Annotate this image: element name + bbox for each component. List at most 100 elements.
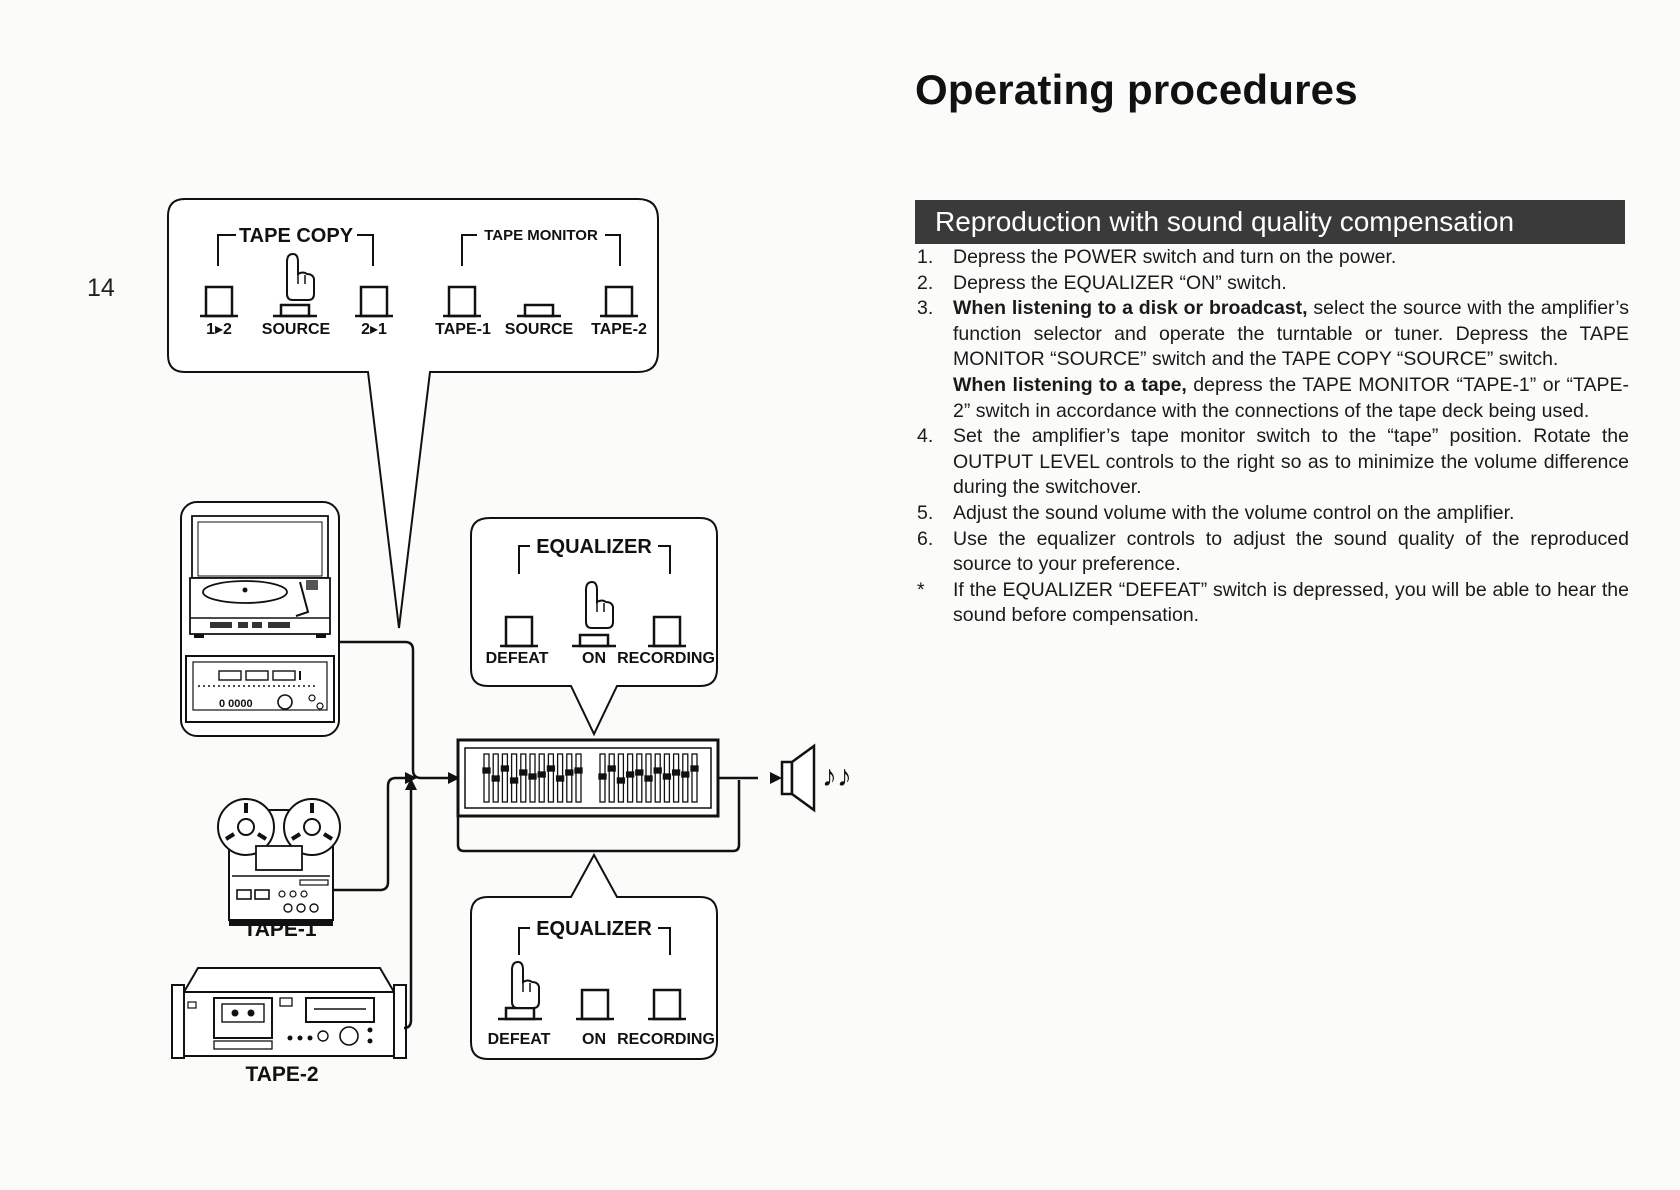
- page-number: 14: [87, 274, 115, 302]
- tape-copy-group: TAPE COPY 1▸2 SOURCE 2▸1: [200, 225, 393, 338]
- eq-slider-knob: [690, 765, 699, 772]
- eq-slider-knob: [546, 765, 556, 772]
- eq-bottom-recording-label: RECORDING: [617, 1031, 715, 1048]
- eq-slider-knob: [662, 773, 672, 780]
- eq-slider-knob: [671, 769, 681, 776]
- tape-copy-source-switch: [273, 303, 317, 318]
- tape-copy-2to1-switch: [355, 285, 393, 318]
- eq-bottom-recording-switch: [648, 988, 686, 1021]
- eq-slider-knob: [491, 775, 500, 782]
- music-notes-icon: ♪♪: [822, 760, 852, 793]
- eq-slider-knob: [565, 769, 574, 776]
- eq-top-recording-switch: [648, 615, 686, 648]
- step-number: 5.: [917, 501, 934, 524]
- step-item: 3. When listening to a disk or broadcast…: [917, 296, 1629, 424]
- tape-monitor-label: TAPE MONITOR: [484, 227, 598, 244]
- speaker-icon: [780, 743, 816, 813]
- eq-slider-slot: [636, 753, 643, 803]
- eq-top-recording-label: RECORDING: [617, 650, 715, 667]
- step-number: 2.: [917, 271, 934, 294]
- step-lead-tape: When listening to a tape,: [953, 373, 1187, 396]
- tape-copy-1to2-switch: [200, 285, 238, 318]
- tape2-cassette-deck: [171, 967, 407, 1059]
- connection-wires: [333, 640, 758, 1030]
- turntable-receiver-unit: 0 0000: [180, 501, 340, 737]
- step-item: 4. Set the amplifier’s tape monitor swit…: [917, 424, 1629, 501]
- eq-top-defeat-label: DEFEAT: [486, 650, 549, 667]
- step-number: 3.: [917, 297, 934, 320]
- page-title: Operating procedures: [915, 66, 1358, 113]
- step-number: *: [917, 578, 925, 601]
- step-body-tape: depress the TAPE MONITOR “TAPE-1” or “TA…: [953, 373, 1629, 422]
- equalizer-label-top: EQUALIZER: [536, 536, 652, 558]
- eq-bottom-on-switch: [576, 988, 614, 1021]
- eq-slider-knob: [528, 773, 537, 780]
- section-heading: Reproduction with sound quality compensa…: [915, 200, 1625, 244]
- step-item: 1. Depress the POWER switch and turn on …: [917, 245, 1629, 271]
- equalizer-label-bottom: EQUALIZER: [536, 918, 652, 940]
- eq-slider-slot: [626, 753, 634, 803]
- eq-slider-knob: [537, 771, 546, 778]
- eq-slider-knob: [607, 765, 616, 772]
- eq-slider-knob: [598, 773, 607, 780]
- eq-slider-knob: [625, 771, 635, 778]
- eq-top-defeat-switch: [500, 615, 538, 648]
- eq-slider-slot: [575, 753, 582, 803]
- step-text: Depress the POWER switch and turn on the…: [953, 246, 1397, 268]
- equalizer-callout-defeat: EQUALIZER DEFEAT ON RECORDING: [470, 852, 718, 1060]
- eq-slider-knob: [574, 767, 583, 774]
- step-text: Use the equalizer controls to adjust the…: [953, 527, 1629, 576]
- eq-slider-slot: [547, 753, 555, 803]
- switch-label-2to1: 2▸1: [361, 321, 387, 338]
- eq-slider-slot: [682, 753, 689, 803]
- tape-monitor-group: TAPE MONITOR TAPE-1 SOURCE TAPE-2: [435, 227, 647, 338]
- eq-slider-knob: [482, 767, 491, 774]
- procedure-steps: 1. Depress the POWER switch and turn on …: [917, 245, 1629, 629]
- tape2-label: TAPE-2: [245, 1063, 318, 1086]
- switch-label-monitor-source: SOURCE: [505, 321, 574, 338]
- eq-slider-slot: [654, 753, 661, 803]
- step-lead-disk: When listening to a disk or broadcast,: [953, 297, 1308, 320]
- pointing-finger-icon: [511, 960, 540, 1009]
- step-text: Set the amplifier’s tape monitor switch …: [953, 425, 1629, 499]
- switch-label-copy-source: SOURCE: [262, 321, 331, 338]
- step-item: * If the EQUALIZER “DEFEAT” switch is de…: [917, 578, 1629, 629]
- eq-slider-slot: [538, 753, 545, 803]
- tape-monitor-source-switch: [517, 303, 561, 318]
- step-text: Depress the EQUALIZER “ON” switch.: [953, 271, 1287, 294]
- tape-switch-callout: TAPE COPY 1▸2 SOURCE 2▸1: [167, 198, 659, 629]
- step-number: 4.: [917, 425, 934, 448]
- eq-slider-slot: [672, 753, 680, 803]
- eq-slider-knob: [519, 769, 528, 776]
- step-text: Adjust the sound volume with the volume …: [953, 501, 1515, 524]
- eq-slider-knob: [635, 769, 644, 776]
- pointing-finger-icon: [585, 580, 614, 629]
- step-body-disk: select the source with the amplifier’s f…: [953, 297, 1629, 371]
- switch-label-tape1: TAPE-1: [435, 321, 491, 338]
- eq-slider-knob: [644, 775, 653, 782]
- eq-top-on-label: ON: [582, 650, 606, 667]
- tape1-reel-deck: [217, 798, 341, 926]
- tape-copy-label: TAPE COPY: [239, 225, 354, 247]
- step-text: If the EQUALIZER “DEFEAT” switch is depr…: [953, 578, 1629, 627]
- eq-slider-slot: [501, 753, 509, 803]
- eq-bottom-on-label: ON: [582, 1031, 606, 1048]
- eq-slider-slot: [608, 753, 615, 803]
- eq-slider-knob: [616, 777, 626, 784]
- step-item: 5. Adjust the sound volume with the volu…: [917, 501, 1629, 527]
- receiver-display-text: 0 0000: [219, 698, 253, 710]
- flow-arrows: [405, 772, 782, 790]
- eq-slider-slot: [566, 753, 573, 803]
- step-text-tape: When listening to a tape, depress the TA…: [953, 373, 1629, 424]
- eq-slider-knob: [509, 777, 519, 784]
- eq-slider-knob: [555, 775, 565, 782]
- eq-slider-knob: [681, 771, 690, 778]
- eq-slider-knob: [653, 767, 662, 774]
- step-item: 2. Depress the EQUALIZER “ON” switch.: [917, 271, 1629, 297]
- step-text-disk: When listening to a disk or broadcast, s…: [953, 296, 1629, 373]
- eq-top-on-switch: [572, 633, 616, 648]
- tape-monitor-tape1-switch: [443, 285, 481, 318]
- tape-monitor-tape2-switch: [600, 285, 638, 318]
- graphic-equalizer-unit: [456, 738, 720, 818]
- switch-label-tape2: TAPE-2: [591, 321, 647, 338]
